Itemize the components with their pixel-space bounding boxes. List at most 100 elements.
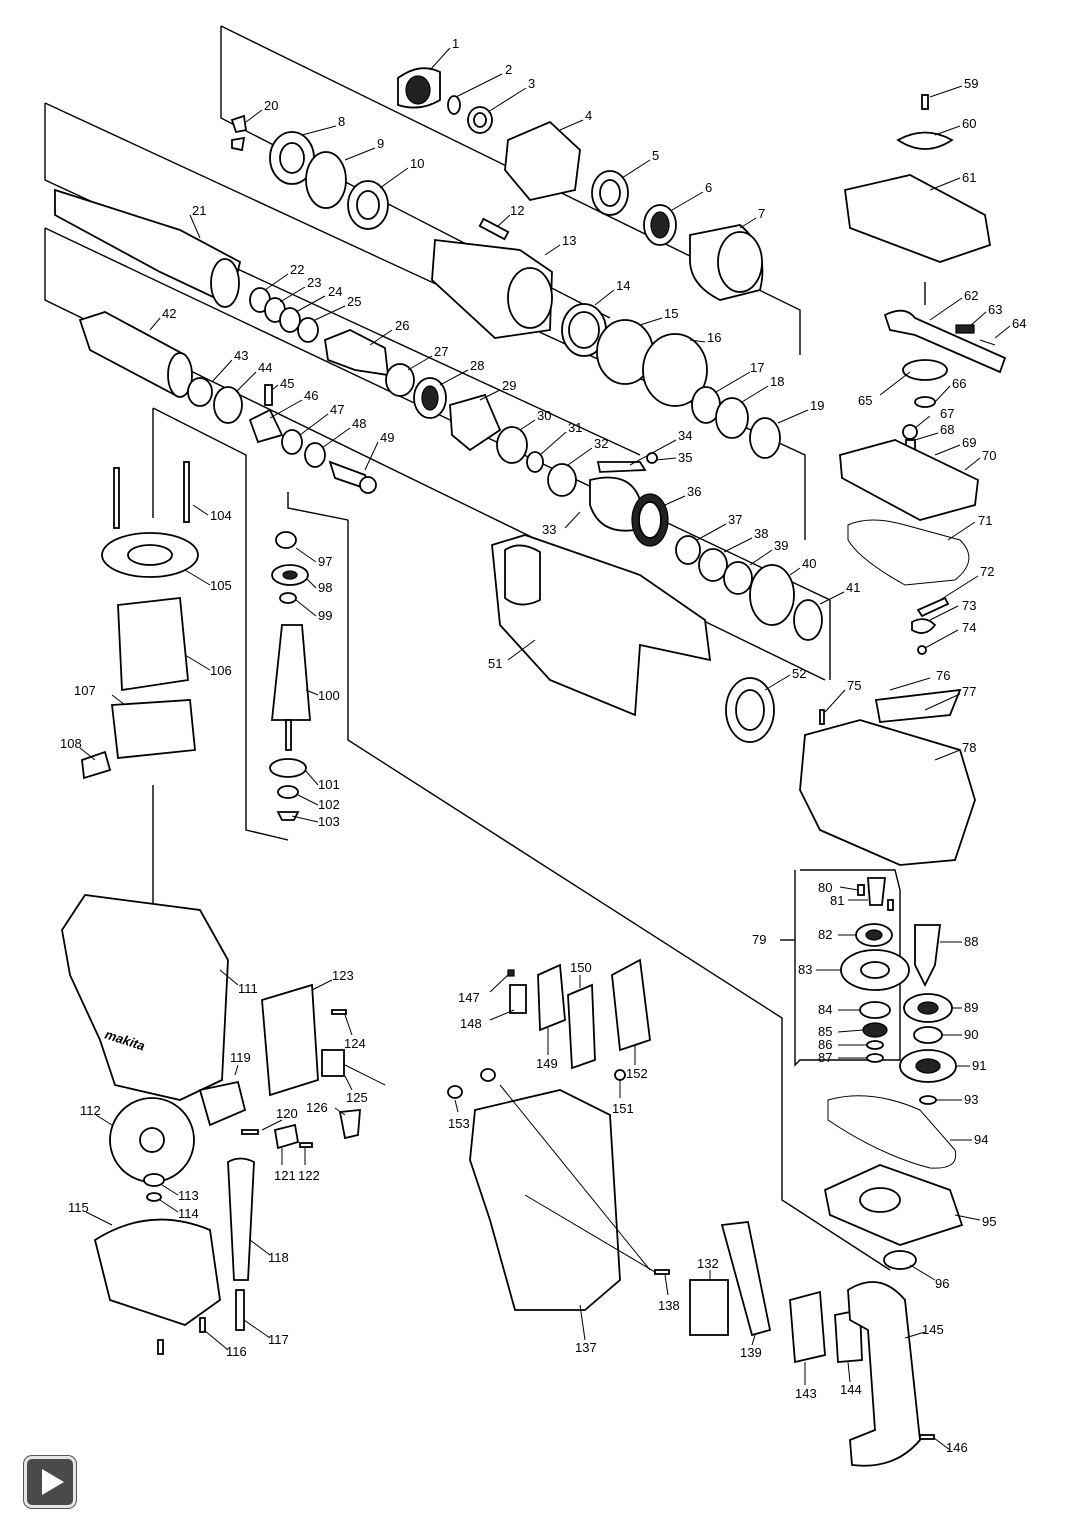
part-label: 120 bbox=[276, 1106, 298, 1121]
part-label: 151 bbox=[612, 1101, 634, 1116]
part-label: 107 bbox=[74, 683, 96, 698]
part-label: 17 bbox=[750, 360, 764, 375]
part-label: 39 bbox=[774, 538, 788, 553]
part-label: 63 bbox=[988, 302, 1002, 317]
part-label: 88 bbox=[964, 934, 978, 949]
part-label: 103 bbox=[318, 814, 340, 829]
part-label: 86 bbox=[818, 1037, 832, 1052]
part-label: 22 bbox=[290, 262, 304, 277]
part-label: 26 bbox=[395, 318, 409, 333]
part-label: 2 bbox=[505, 62, 512, 77]
part-label: 121 bbox=[274, 1168, 296, 1183]
part-label: 96 bbox=[935, 1276, 949, 1291]
part-label: 1 bbox=[452, 36, 459, 51]
part-label: 113 bbox=[178, 1188, 199, 1203]
part-label: 33 bbox=[542, 522, 556, 537]
part-label: 138 bbox=[658, 1298, 680, 1313]
part-label: 108 bbox=[60, 736, 82, 751]
part-label: 38 bbox=[754, 526, 768, 541]
part-label: 29 bbox=[502, 378, 516, 393]
part-label: 70 bbox=[982, 448, 996, 463]
part-label: 93 bbox=[964, 1092, 978, 1107]
part-label: 125 bbox=[346, 1090, 368, 1105]
part-label: 45 bbox=[280, 376, 294, 391]
part-label: 152 bbox=[626, 1066, 648, 1081]
part-label: 51 bbox=[488, 656, 502, 671]
part-label: 7 bbox=[758, 206, 765, 221]
part-label: 34 bbox=[678, 428, 692, 443]
part-label: 91 bbox=[972, 1058, 986, 1073]
part-shapes: makita bbox=[54, 67, 1007, 1467]
part-label: 145 bbox=[922, 1322, 944, 1337]
part-label: 123 bbox=[332, 968, 354, 983]
part-label: 117 bbox=[268, 1332, 289, 1347]
part-label: 52 bbox=[792, 666, 806, 681]
part-label: 6 bbox=[705, 180, 712, 195]
part-label: 80 bbox=[818, 880, 832, 895]
part-label: 97 bbox=[318, 554, 332, 569]
part-label: 150 bbox=[570, 960, 592, 975]
part-label: 143 bbox=[795, 1386, 817, 1401]
part-label: 43 bbox=[234, 348, 248, 363]
part-label: 85 bbox=[818, 1024, 832, 1039]
part-label: 116 bbox=[226, 1344, 247, 1359]
part-label: 77 bbox=[962, 684, 976, 699]
part-label: 13 bbox=[562, 233, 576, 248]
part-label: 9 bbox=[377, 136, 384, 151]
part-label: 122 bbox=[298, 1168, 320, 1183]
part-label: 111 bbox=[238, 981, 258, 996]
part-label: 30 bbox=[537, 408, 551, 423]
part-label: 106 bbox=[210, 663, 232, 678]
part-label: 25 bbox=[347, 294, 361, 309]
part-label: 104 bbox=[210, 508, 232, 523]
part-label: 5 bbox=[652, 148, 659, 163]
part-label: 42 bbox=[162, 306, 176, 321]
part-label: 89 bbox=[964, 1000, 978, 1015]
part-label: 62 bbox=[964, 288, 978, 303]
part-label: 61 bbox=[962, 170, 976, 185]
part-label: 8 bbox=[338, 114, 345, 129]
part-label: 76 bbox=[936, 668, 950, 683]
part-label: 67 bbox=[940, 406, 954, 421]
part-label: 20 bbox=[264, 98, 278, 113]
part-label: 36 bbox=[687, 484, 701, 499]
part-label: 75 bbox=[847, 678, 861, 693]
part-label: 40 bbox=[802, 556, 816, 571]
part-label: 118 bbox=[268, 1250, 289, 1265]
part-label: 139 bbox=[740, 1345, 762, 1360]
part-label: 24 bbox=[328, 284, 342, 299]
part-label: 14 bbox=[616, 278, 630, 293]
part-label: 105 bbox=[210, 578, 232, 593]
part-label: 23 bbox=[307, 275, 321, 290]
part-label: 73 bbox=[962, 598, 976, 613]
part-label: 137 bbox=[575, 1340, 597, 1355]
part-label: 149 bbox=[536, 1056, 558, 1071]
part-label: 87 bbox=[818, 1050, 832, 1065]
part-label: 146 bbox=[946, 1440, 968, 1455]
part-label: 41 bbox=[846, 580, 860, 595]
part-label: 65 bbox=[858, 393, 872, 408]
part-label: 84 bbox=[818, 1002, 832, 1017]
part-label: 98 bbox=[318, 580, 332, 595]
part-label: 78 bbox=[962, 740, 976, 755]
part-label: 15 bbox=[664, 306, 678, 321]
part-label: 12 bbox=[510, 203, 524, 218]
part-label: 37 bbox=[728, 512, 742, 527]
play-icon bbox=[42, 1469, 64, 1495]
leader-lines bbox=[79, 47, 1011, 1451]
part-label: 35 bbox=[678, 450, 692, 465]
part-label: 132 bbox=[697, 1256, 719, 1271]
part-label: 126 bbox=[306, 1100, 328, 1115]
part-label: 28 bbox=[470, 358, 484, 373]
part-label: 148 bbox=[460, 1016, 482, 1031]
part-label: 95 bbox=[982, 1214, 996, 1229]
part-label: 144 bbox=[840, 1382, 862, 1397]
part-label: 114 bbox=[178, 1206, 199, 1221]
part-label: 27 bbox=[434, 344, 448, 359]
part-label: 69 bbox=[962, 435, 976, 450]
play-button[interactable] bbox=[24, 1456, 76, 1508]
part-label: 32 bbox=[594, 436, 608, 451]
part-label: 83 bbox=[798, 962, 812, 977]
part-number-labels: 1 2 3 4 5 6 7 8 9 10 12 13 14 15 16 17 1… bbox=[60, 36, 1026, 1455]
part-label: 19 bbox=[810, 398, 824, 413]
